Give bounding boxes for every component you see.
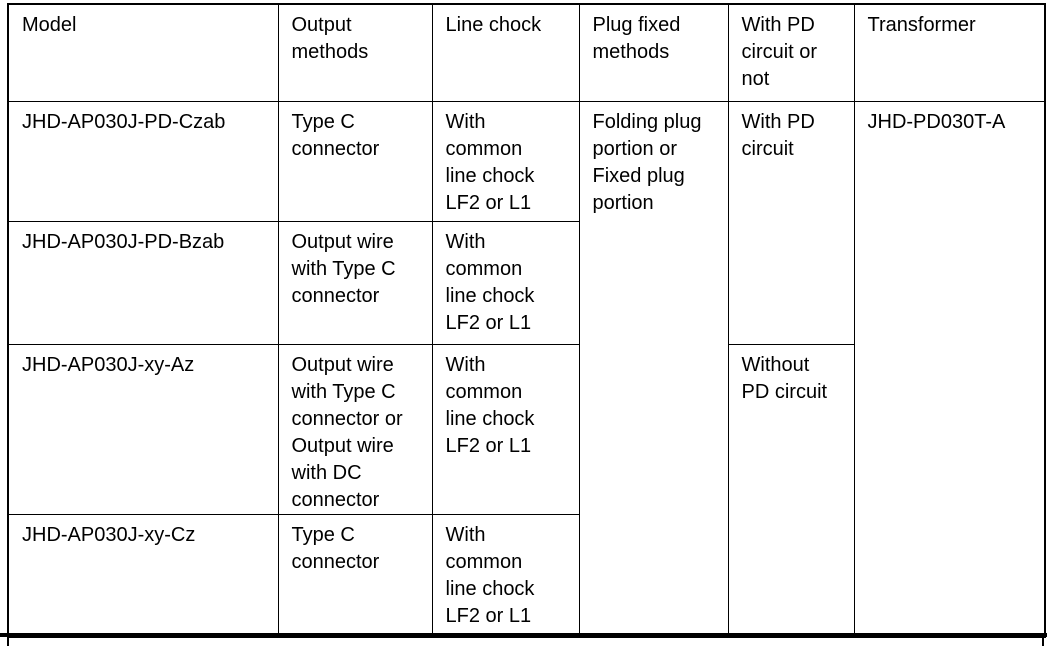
header-transformer: Transformer	[853, 3, 1046, 102]
cell-line-chock-3: With common line chock LF2 or L1	[431, 343, 580, 515]
cell-transformer: JHD-PD030T-A	[853, 100, 1046, 638]
cell-line-chock-2: With common line chock LF2 or L1	[431, 220, 580, 345]
thick-bottom-rule	[0, 633, 1047, 637]
model-spec-table: Model Output methods Line chock Plug fix…	[7, 3, 1046, 638]
cell-output-methods-3: Output wire with Type C connector or Out…	[277, 343, 433, 515]
cell-plug-fixed-methods: Folding plug portion or Fixed plug porti…	[578, 100, 729, 638]
right-border-extension	[1042, 635, 1044, 646]
cell-model-1: JHD-AP030J-PD-Czab	[7, 100, 279, 222]
header-line-chock: Line chock	[431, 3, 580, 102]
header-plug-fixed-methods: Plug fixed methods	[578, 3, 729, 102]
header-pd-circuit: With PD circuit or not	[727, 3, 855, 102]
table-row: JHD-AP030J-PD-Bzab Output wire with Type…	[7, 220, 1045, 345]
cell-model-3: JHD-AP030J-xy-Az	[7, 343, 279, 515]
cell-output-methods-1: Type C connector	[277, 100, 433, 222]
cell-without-pd-circuit: Without PD circuit	[727, 343, 855, 638]
cell-with-pd-circuit: With PD circuit	[727, 100, 855, 345]
cell-line-chock-1: With common line chock LF2 or L1	[431, 100, 580, 222]
header-model: Model	[7, 3, 279, 102]
table-row: JHD-AP030J-PD-Czab Type C connector With…	[7, 100, 1046, 638]
header-output-methods: Output methods	[277, 3, 433, 102]
table-row: JHD-AP030J-xy-Cz Type C connector With c…	[7, 513, 1045, 638]
left-border-extension	[7, 635, 9, 646]
cell-output-methods-2: Output wire with Type C connector	[277, 220, 433, 345]
cell-line-chock-4: With common line chock LF2 or L1	[431, 513, 580, 638]
table-header-row: Model Output methods Line chock Plug fix…	[7, 3, 1046, 102]
cell-model-4: JHD-AP030J-xy-Cz	[7, 513, 279, 638]
cell-output-methods-4: Type C connector	[277, 513, 433, 638]
table-row: JHD-AP030J-xy-Az Output wire with Type C…	[7, 343, 1045, 638]
cell-model-2: JHD-AP030J-PD-Bzab	[7, 220, 279, 345]
